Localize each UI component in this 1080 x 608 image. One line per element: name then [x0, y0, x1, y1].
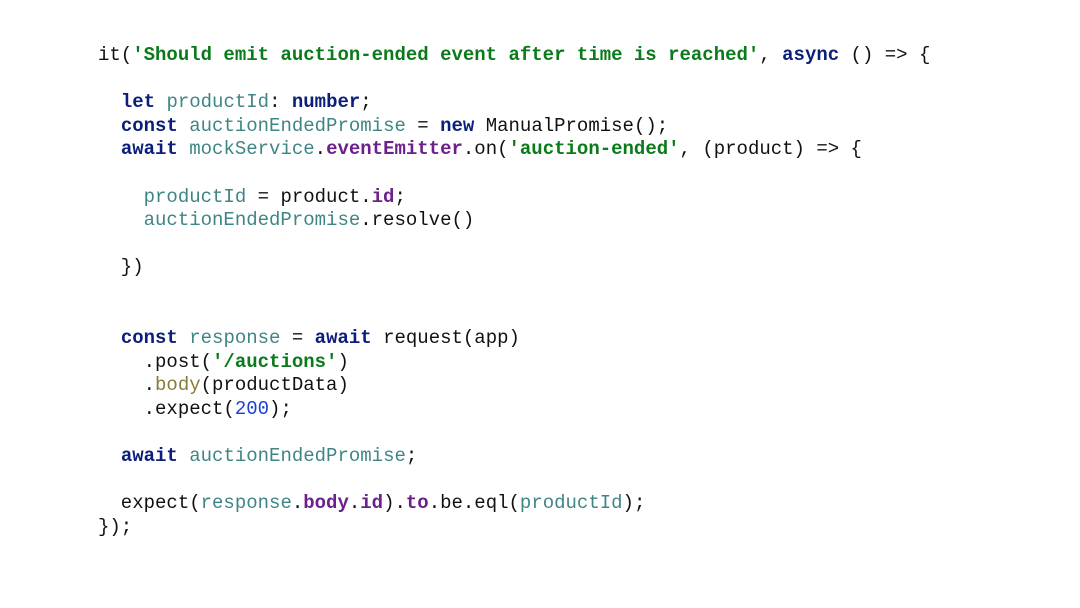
- code-token-plain: ).: [383, 492, 406, 515]
- code-token-var: productId: [166, 91, 270, 114]
- code-token-plain: [98, 209, 144, 231]
- code-token-var: productId: [143, 185, 247, 208]
- code-token-prop: id: [371, 185, 395, 208]
- code-token-var: productId: [519, 492, 623, 515]
- code-token-plain: }): [98, 256, 144, 279]
- code-token-var: auctionEndedPromise: [143, 209, 361, 232]
- code-token-prop: id: [360, 492, 384, 515]
- code-token-plain: [178, 445, 189, 467]
- code-line: const auctionEndedPromise = new ManualPr…: [98, 115, 930, 139]
- code-token-plain: () => {: [839, 44, 931, 66]
- code-token-plain: ;: [360, 91, 372, 114]
- code-token-str: 'auction-ended': [508, 138, 680, 161]
- code-line: const response = await request(app): [98, 327, 930, 351]
- code-token-var: auctionEndedPromise: [189, 114, 406, 137]
- code-line: ​: [98, 469, 930, 493]
- code-token-kw: let: [120, 91, 156, 114]
- code-token-plain: ManualPromise();: [474, 114, 669, 137]
- code-token-plain: [178, 327, 189, 349]
- code-line: expect(response.body.id).to.be.eql(produ…: [98, 492, 930, 516]
- code-token-plain: .: [98, 374, 156, 397]
- code-token-plain: .be.eql(: [428, 492, 520, 515]
- code-token-plain: .expect(: [98, 397, 235, 420]
- code-token-fn: body: [155, 374, 201, 397]
- code-block: it('Should emit auction-ended event afte…: [98, 44, 930, 539]
- code-token-plain: [98, 327, 121, 349]
- code-token-plain: [178, 115, 189, 137]
- code-line: ​: [98, 280, 930, 304]
- code-token-plain: .on(: [462, 138, 509, 161]
- code-token-plain: .: [291, 492, 304, 515]
- code-token-plain: [98, 115, 121, 137]
- code-line: }): [98, 256, 930, 280]
- code-token-var: response: [200, 492, 292, 515]
- code-line: it('Should emit auction-ended event afte…: [98, 44, 930, 68]
- code-line: ​: [98, 233, 930, 257]
- code-line: .body(productData): [98, 374, 930, 398]
- code-token-plain: [155, 91, 166, 113]
- code-line: ​: [98, 422, 930, 446]
- code-token-prop: to: [405, 492, 429, 515]
- code-token-plain: });: [98, 515, 133, 538]
- code-line: });: [98, 516, 930, 540]
- code-token-plain: =: [405, 114, 441, 137]
- code-token-plain: .resolve(): [360, 209, 475, 232]
- code-line: ​: [98, 68, 930, 92]
- code-token-plain: [98, 138, 121, 160]
- code-token-plain: ;: [394, 185, 406, 208]
- code-token-kw: const: [120, 327, 178, 350]
- code-token-plain: [98, 186, 144, 208]
- code-token-plain: .post(: [98, 350, 213, 373]
- code-token-var: response: [189, 327, 281, 350]
- code-token-plain: [98, 91, 121, 113]
- code-token-plain: :: [269, 91, 292, 114]
- code-token-plain: [98, 445, 121, 467]
- code-token-var: mockService: [189, 138, 315, 161]
- code-token-plain: ,: [759, 44, 783, 66]
- code-token-kw: await: [314, 327, 372, 350]
- code-token-plain: expect(: [98, 492, 201, 515]
- code-token-plain: ): [337, 350, 349, 373]
- code-token-str: 'Should emit auction-ended event after t…: [132, 44, 760, 66]
- code-line: let productId: number;: [98, 91, 930, 115]
- code-token-plain: , (product) => {: [679, 138, 862, 161]
- code-token-plain: (productData): [200, 374, 349, 397]
- code-token-kw: async: [782, 44, 840, 66]
- code-token-kw: const: [120, 114, 178, 137]
- code-token-str: '/auctions': [212, 350, 338, 373]
- code-line: .post('/auctions'): [98, 351, 930, 375]
- code-token-plain: [178, 138, 189, 160]
- code-token-var: auctionEndedPromise: [189, 445, 406, 468]
- code-token-prop: body: [303, 492, 349, 515]
- code-line: .expect(200);: [98, 398, 930, 422]
- code-token-prop: eventEmitter: [326, 138, 463, 161]
- code-token-plain: );: [269, 397, 292, 420]
- code-token-plain: .: [348, 492, 361, 515]
- code-token-plain: ;: [405, 445, 418, 468]
- code-token-plain: .: [314, 138, 327, 161]
- code-token-kw: await: [120, 445, 178, 468]
- code-token-plain: );: [622, 492, 646, 515]
- code-token-kw: await: [120, 138, 178, 161]
- code-line: ​: [98, 304, 930, 328]
- code-token-plain: request(app): [371, 327, 520, 350]
- code-line: auctionEndedPromise.resolve(): [98, 209, 930, 233]
- code-token-plain: it(: [98, 44, 133, 66]
- code-token-kw: number: [291, 91, 361, 114]
- code-line: ​: [98, 162, 930, 186]
- code-token-plain: =: [280, 327, 315, 350]
- code-line: await mockService.eventEmitter.on('aucti…: [98, 138, 930, 162]
- code-token-plain: = product.: [246, 185, 372, 208]
- code-line: await auctionEndedPromise;: [98, 445, 930, 469]
- code-line: productId = product.id;: [98, 186, 930, 210]
- code-token-num: 200: [234, 397, 270, 420]
- code-token-kw: new: [440, 114, 475, 137]
